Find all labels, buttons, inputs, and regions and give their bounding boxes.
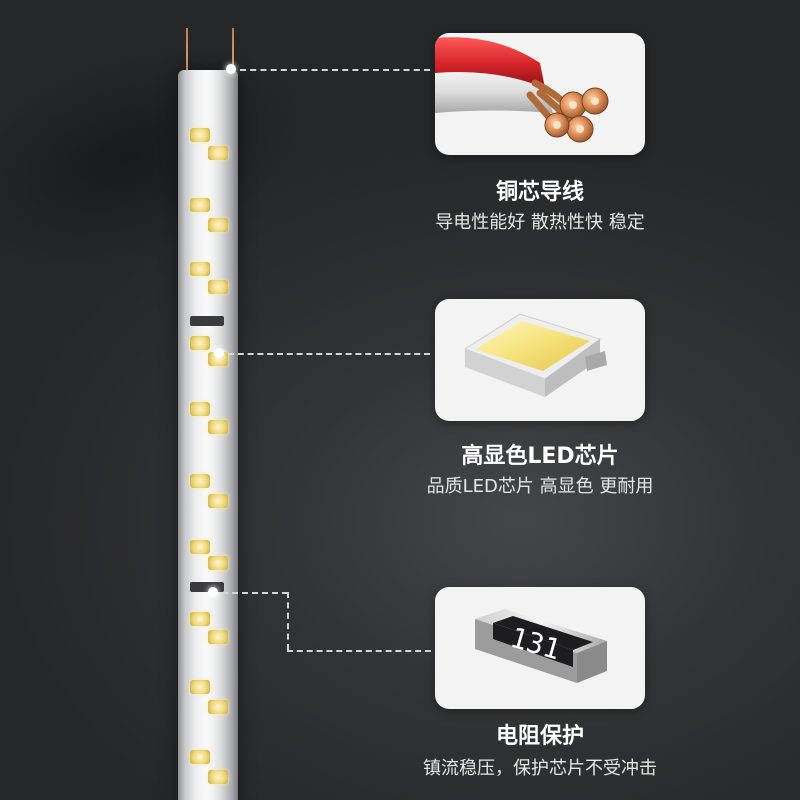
feature-title: 电阻保护 [495,724,584,749]
wire-tip-left [186,28,188,76]
feature-card-copper-wire [435,33,645,155]
strip-led-chip [208,630,228,644]
led-strip [178,70,238,800]
strip-led-chip [190,750,210,764]
strip-highlight [188,70,222,800]
callout-line-resistor-c [287,650,431,652]
strip-led-chip [208,770,228,784]
strip-led-chip [208,146,228,160]
strip-led-chip [208,494,228,508]
copper-wire-icon [435,37,609,143]
feature-card-led-chip [435,299,645,421]
strip-led-chip [190,402,210,416]
strip-led-chip [190,680,210,694]
feature-subtitle: 镇流稳压，保护芯片不受冲击 [423,758,657,779]
strip-led-chip [190,612,210,626]
strip-led-chip [190,198,210,212]
strip-resistor [190,316,224,326]
strip-led-chip [208,420,228,434]
led-chip-icon [463,313,607,397]
wire-tip-right [232,28,234,76]
feature-subtitle: 导电性能好 散热性快 稳定 [435,212,645,233]
feature-card-resistor: 131 [435,587,645,709]
strip-led-chip [190,262,210,276]
callout-dot-led [214,348,224,358]
strip-led-chip [190,540,210,554]
strip-led-chip [208,556,228,570]
feature-title: 铜芯导线 [495,180,584,205]
callout-dot-wire [226,64,236,74]
strip-led-chip [208,700,228,714]
feature-subtitle: 品质LED芯片 高显色 更耐用 [426,476,654,497]
callout-line-resistor-b [287,592,289,650]
strip-resistor [190,582,224,592]
strip-led-chip [208,218,228,232]
callout-dot-resistor [208,587,218,597]
strip-led-chip [190,336,210,350]
strip-led-chip [208,280,228,294]
strip-led-chip [190,128,210,142]
strip-led-chip [190,474,210,488]
callout-line-led [228,353,430,355]
callout-line-wire [240,69,430,71]
resistor-icon: 131 [475,609,607,683]
feature-title: 高显色LED芯片 [461,444,619,469]
callout-line-resistor-a [222,592,288,594]
